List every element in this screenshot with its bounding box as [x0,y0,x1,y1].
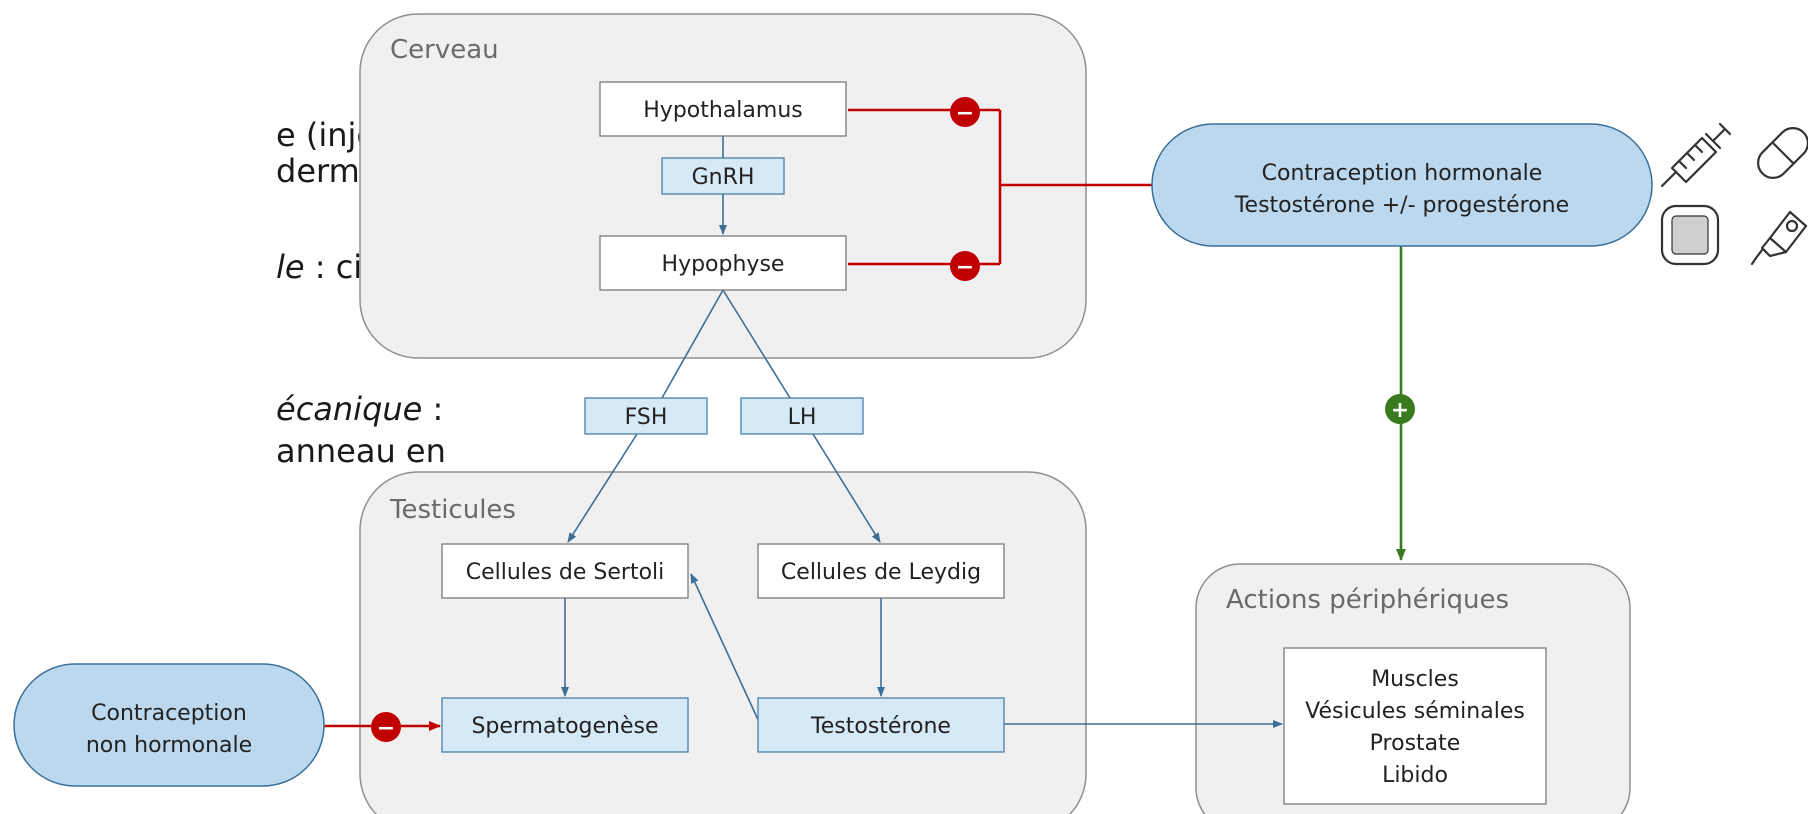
svg-text:−: − [956,101,974,126]
minus-badge-non-hormonal: − [371,712,401,742]
gnrh-box [661,157,785,195]
minus-badge-hypothalamus: − [950,97,980,127]
hypothalamus-box [599,81,847,137]
slide-text-line4-rest: : [422,390,444,428]
hormonal-contraception-line2: Testostérone +/- progestérone [1234,193,1569,218]
slide-text-line5: anneau en [276,432,446,470]
patch-icon [1660,204,1720,266]
leydig-label: Cellules de Leydig [781,560,981,585]
testicules-title: Testicules [389,495,516,525]
hypothalamus-label: Hypothalamus [643,98,802,123]
plus-badge-hormonal: + [1385,394,1415,424]
minus-badge-hypophyse: − [950,251,980,281]
slide-text-line4: écanique : [276,390,443,428]
lh-box [740,397,864,435]
lh-to-leydig-arrow [812,433,881,543]
peripheral-item-muscles: Muscles [1371,667,1459,692]
svg-text:+: + [1391,398,1409,423]
hormonal-contraception-pill [1151,123,1653,247]
gel-tube-icon [1750,210,1808,266]
gnrh-label: GnRH [692,165,755,190]
syringe-icon [1660,122,1732,188]
fsh-to-sertoli-arrow [567,433,638,543]
peripheral-item-prostate: Prostate [1370,731,1461,756]
svg-text:−: − [377,716,395,741]
cerveau-title: Cerveau [390,35,499,65]
sertoli-label: Cellules de Sertoli [466,560,665,585]
non-hormonal-contraception-line1: Contraception [91,701,247,726]
hypophyse-to-fsh-line [661,289,724,399]
testosterone-to-sertoli-arrow [690,573,761,725]
leydig-box [757,543,1005,599]
slide-text-line4-italic: écanique [276,390,423,428]
hormonal-inhibition-line [848,108,1152,266]
peripheral-item-vesicules: Vésicules séminales [1305,699,1525,724]
testosterone-label: Testostérone [810,714,951,739]
hypophyse-box [599,235,847,291]
peripheral-item-libido: Libido [1382,763,1448,788]
spermatogenese-box [441,697,689,753]
spermatogenese-label: Spermatogenèse [471,714,658,739]
hypophyse-to-lh-line [722,289,791,399]
peripheral-actions-box [1283,647,1547,805]
peripheral-title: Actions périphériques [1226,585,1509,615]
lh-label: LH [788,405,817,430]
non-hormonal-contraception-line2: non hormonale [86,733,252,758]
fsh-label: FSH [625,405,668,430]
slide-text-line3-italic: le [276,248,305,286]
hormonal-contraception-line1: Contraception hormonale [1262,161,1543,186]
svg-text:−: − [956,255,974,280]
fsh-box [584,397,708,435]
sertoli-box [441,543,689,599]
hypophyse-label: Hypophyse [662,252,785,277]
testosterone-box [757,697,1005,753]
pill-capsule-icon [1757,127,1808,179]
non-hormonal-contraception-pill [13,663,325,787]
